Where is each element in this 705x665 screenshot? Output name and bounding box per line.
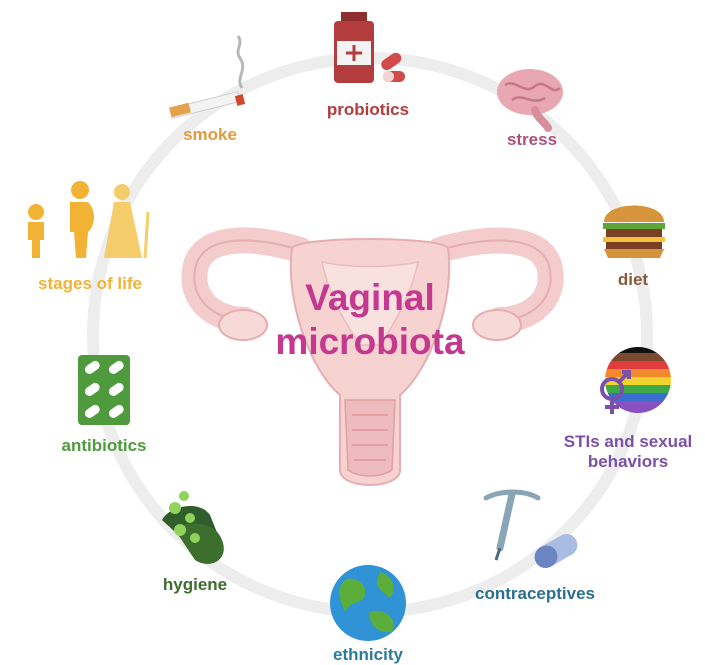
brain-icon (497, 69, 563, 128)
label-stis: STIs and sexual behaviors (548, 432, 705, 472)
title-line1: Vaginal (240, 276, 500, 320)
label-stress: stress (492, 130, 572, 150)
label-stis-line1: STIs and sexual (548, 432, 705, 452)
burger-icon (603, 206, 665, 259)
label-contraceptives: contraceptives (460, 584, 610, 604)
handwashing-icon (162, 491, 224, 564)
label-probiotics: probiotics (308, 100, 428, 120)
label-hygiene: hygiene (145, 575, 245, 595)
label-stages-of-life: stages of life (10, 274, 170, 294)
label-ethnicity: ethnicity (318, 645, 418, 665)
title-line2: microbiota (240, 320, 500, 364)
label-stis-line2: behaviors (548, 452, 705, 472)
pill-blister-icon (78, 355, 130, 425)
diagram-title: Vaginal microbiota (240, 276, 500, 364)
cigarette-icon (169, 36, 245, 118)
globe-icon (330, 565, 406, 641)
label-antibiotics: antibiotics (44, 436, 164, 456)
medicine-bottle-pills-icon (334, 12, 405, 83)
label-diet: diet (603, 270, 663, 290)
gender-rainbow-icon (602, 346, 674, 414)
label-smoke: smoke (170, 125, 250, 145)
